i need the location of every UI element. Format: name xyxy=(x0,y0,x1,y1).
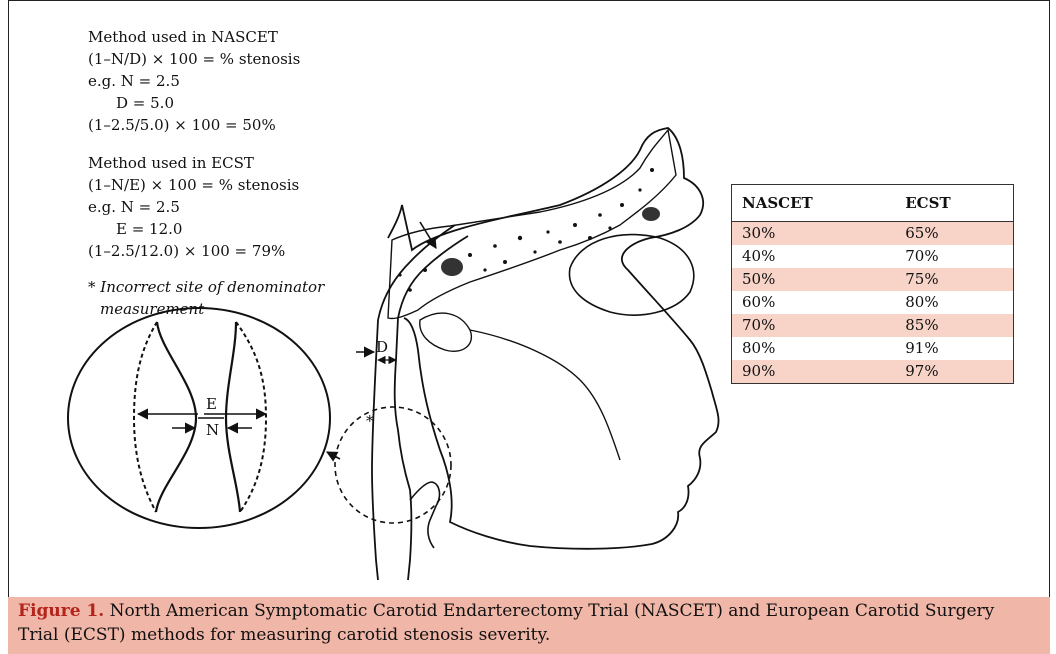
caption-text: North American Symptomatic Carotid Endar… xyxy=(18,601,994,645)
label-e: E xyxy=(206,395,217,414)
table-row: 30%65% xyxy=(732,222,1014,246)
table-row: 50%75% xyxy=(732,268,1014,291)
carotid-right-wall xyxy=(395,318,412,580)
magnify-pointer-arrow xyxy=(327,452,340,459)
comparison-table: NASCET ECST 30%65% 40%70% 50%75% 60%80% … xyxy=(731,184,1014,384)
skull-sinus-left xyxy=(441,258,463,276)
mandible-line xyxy=(470,330,620,460)
cell-nascet: 50% xyxy=(732,268,896,291)
cell-ecst: 80% xyxy=(895,291,1013,314)
vessel-wall-left xyxy=(156,322,196,512)
header-ecst: ECST xyxy=(895,185,1013,222)
label-n: N xyxy=(206,421,219,440)
cell-nascet: 60% xyxy=(732,291,896,314)
jaw-process xyxy=(420,313,472,351)
caption-label: Figure 1. xyxy=(18,601,104,621)
cell-nascet: 30% xyxy=(732,222,896,246)
cell-ecst: 65% xyxy=(895,222,1013,246)
label-star: * xyxy=(366,412,374,431)
cell-nascet: 80% xyxy=(732,337,896,360)
header-nascet: NASCET xyxy=(732,185,896,222)
table-row: 60%80% xyxy=(732,291,1014,314)
table-row: 90%97% xyxy=(732,360,1014,384)
ica-upper-right xyxy=(398,236,468,318)
carotid-left-wall xyxy=(372,320,378,580)
cell-ecst: 97% xyxy=(895,360,1013,384)
bifurcation-dashed-circle xyxy=(335,407,451,523)
cell-ecst: 85% xyxy=(895,314,1013,337)
eca-branch xyxy=(410,482,439,548)
cell-nascet: 70% xyxy=(732,314,896,337)
cell-nascet: 90% xyxy=(732,360,896,384)
cell-ecst: 91% xyxy=(895,337,1013,360)
cell-ecst: 75% xyxy=(895,268,1013,291)
skull-sinus-right xyxy=(642,207,660,221)
skull-base xyxy=(388,130,676,319)
original-wall-right xyxy=(236,322,266,512)
table-row: 70%85% xyxy=(732,314,1014,337)
table-row: 80%91% xyxy=(732,337,1014,360)
original-wall-left xyxy=(134,322,157,512)
table-row: 40%70% xyxy=(732,245,1014,268)
cell-ecst: 70% xyxy=(895,245,1013,268)
vessel-wall-right xyxy=(226,322,240,512)
table-header-row: NASCET ECST xyxy=(732,185,1014,222)
cell-nascet: 40% xyxy=(732,245,896,268)
label-d: D xyxy=(376,338,388,357)
figure-caption: Figure 1. North American Symptomatic Car… xyxy=(8,597,1050,654)
